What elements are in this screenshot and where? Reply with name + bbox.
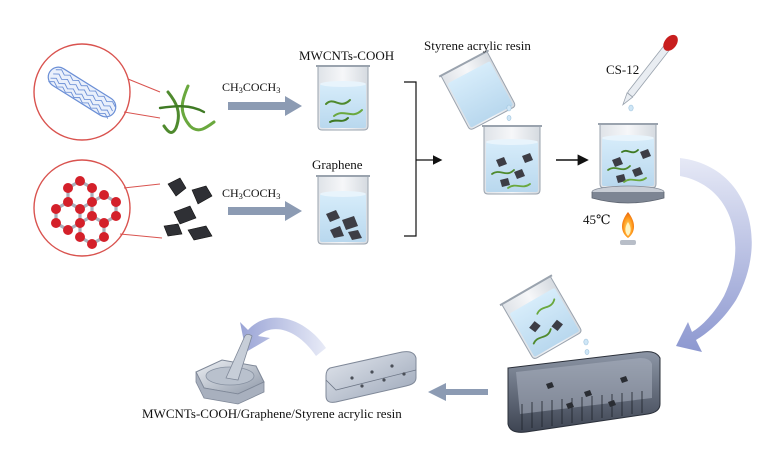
label-graphene: Graphene — [312, 157, 363, 172]
mortar-pestle-icon — [195, 334, 265, 405]
label-product: MWCNTs-COOH/Graphene/Styrene acrylic res… — [142, 406, 402, 421]
cured-film — [325, 351, 417, 403]
label-resin: Styrene acrylic resin — [424, 38, 531, 53]
step-arrows-left — [228, 96, 302, 221]
nanotube-zoom-circle — [33, 43, 161, 141]
big-curved-arrow-down — [676, 158, 752, 352]
label-solvent-top: CH3COCH3 — [222, 80, 281, 95]
resin-drops — [506, 104, 512, 121]
pouring-beaker-bottom — [499, 274, 582, 359]
label-solvent-bottom: CH3COCH3 — [222, 186, 281, 201]
arrow-to-film — [428, 383, 488, 401]
nanotube-icon — [47, 66, 117, 119]
catalyst-drop — [628, 104, 634, 112]
graphene-flakes — [163, 177, 213, 241]
curved-arrow-to-mortar — [240, 317, 326, 356]
mwcnts-green-tubes — [158, 84, 216, 134]
flame-icon — [620, 212, 636, 245]
beaker-heated — [598, 123, 658, 189]
label-temperature: 45℃ — [583, 212, 611, 227]
resin-pouring-beaker — [438, 49, 516, 130]
beaker-mwcnts — [316, 65, 370, 131]
hot-plate — [591, 185, 665, 204]
mold-tray — [507, 351, 661, 433]
label-mwcnts: MWCNTs-COOH — [299, 48, 395, 63]
merge-bracket — [404, 81, 443, 237]
dropper-icon — [622, 34, 678, 106]
pouring-drops — [583, 338, 590, 355]
beaker-mixture — [482, 125, 542, 195]
label-cs12: CS-12 — [606, 62, 640, 77]
carbon-atoms — [51, 176, 121, 249]
beaker-graphene — [316, 175, 370, 245]
graphene-zoom-circle — [33, 159, 163, 257]
